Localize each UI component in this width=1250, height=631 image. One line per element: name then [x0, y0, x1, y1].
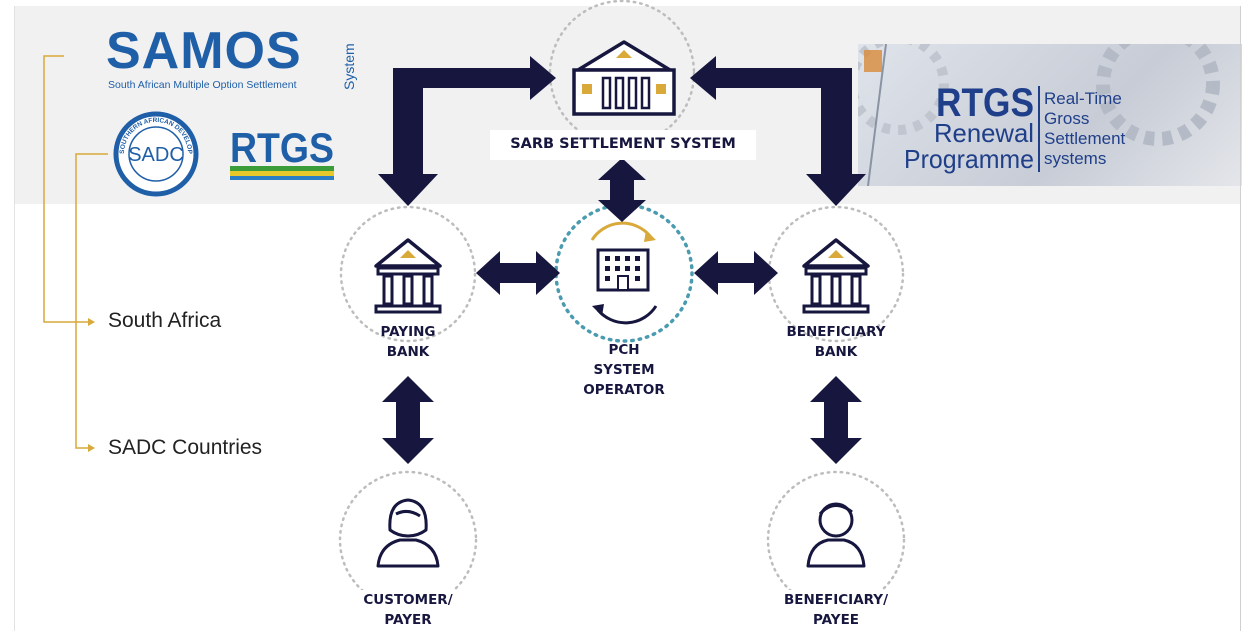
paying-bank-circle	[339, 205, 477, 343]
rtgs-wordmark: RTGS	[228, 120, 338, 182]
pch-label-line2: SYSTEM	[593, 362, 655, 378]
legend-sadc-countries: SADC Countries	[108, 436, 263, 459]
banner-right4: systems	[1044, 149, 1106, 168]
pch-operator-icon	[590, 221, 658, 325]
arrow-sarb-pch	[598, 158, 646, 222]
legend-south-africa: South Africa	[108, 309, 222, 332]
paying-bank-label-line1: PAYING	[380, 324, 436, 340]
beneficiary-label-line1: BENEFICIARY/	[783, 592, 889, 608]
arrow-paying-bank-customer	[382, 376, 434, 464]
rtgs-renewal-banner: RTGS Renewal Programme Real-Time Gross S…	[858, 44, 1242, 186]
samos-logo-text: SAMOS	[106, 22, 302, 80]
right-border	[1240, 6, 1241, 631]
banner-right1: Real-Time	[1044, 89, 1122, 108]
banner-line3: Programme	[904, 144, 1034, 174]
samos-tagline: South African Multiple Option Settlement	[108, 79, 297, 91]
sarb-building-icon	[572, 40, 676, 116]
customer-label-line1: CUSTOMER/	[363, 592, 453, 608]
arrow-beneficiary-bank-beneficiary	[810, 376, 862, 464]
pch-label: PCH SYSTEM OPERATOR	[554, 340, 694, 400]
sarb-label-box	[490, 130, 756, 160]
paying-bank-label-line2: BANK	[386, 344, 430, 360]
arrows	[378, 56, 866, 464]
customer-label: CUSTOMER/ PAYER	[338, 590, 478, 630]
left-border	[14, 6, 15, 631]
arrow-sarb-beneficiary-bank	[690, 56, 866, 206]
beneficiary-label: BENEFICIARY/ PAYEE	[762, 590, 910, 630]
banner-line1: RTGS	[936, 81, 1034, 125]
beneficiary-bank-label-line2: BANK	[814, 344, 858, 360]
paying-bank-label: PAYING BANK	[348, 322, 468, 362]
legend-connectors	[43, 55, 108, 452]
sadc-seal-center: SADC	[128, 144, 184, 166]
beneficiary-bank-label: BENEFICIARY BANK	[766, 322, 906, 362]
banner-right3: Settlement	[1044, 129, 1126, 148]
paying-bank-icon	[374, 238, 442, 314]
customer-label-line2: PAYER	[384, 612, 432, 628]
beneficiary-person-icon	[806, 502, 866, 568]
sarb-label: SARB SETTLEMENT SYSTEM	[510, 136, 736, 152]
sadc-seal: SOUTHERN AFRICAN DEVELOPMENT COMMUNITY ·…	[105, 105, 220, 198]
banner-line2: Renewal	[934, 118, 1034, 148]
beneficiary-bank-label-line1: BENEFICIARY	[786, 324, 886, 340]
arrow-paying-bank-pch	[476, 251, 560, 295]
arrow-sarb-paying-bank	[378, 56, 556, 206]
beneficiary-label-line2: PAYEE	[812, 612, 860, 628]
rtgs-wordmark-text: RTGS	[230, 124, 334, 171]
samos-vertical-word: System	[341, 43, 357, 90]
arrow-pch-beneficiary-bank	[694, 251, 778, 295]
beneficiary-bank-icon	[802, 238, 870, 314]
pch-label-line1: PCH	[608, 342, 640, 358]
samos-logo: SAMOS South African Multiple Option Sett…	[104, 18, 364, 98]
customer-person-icon	[376, 498, 440, 568]
banner-right2: Gross	[1044, 109, 1089, 128]
pch-label-line3: OPERATOR	[583, 382, 665, 398]
